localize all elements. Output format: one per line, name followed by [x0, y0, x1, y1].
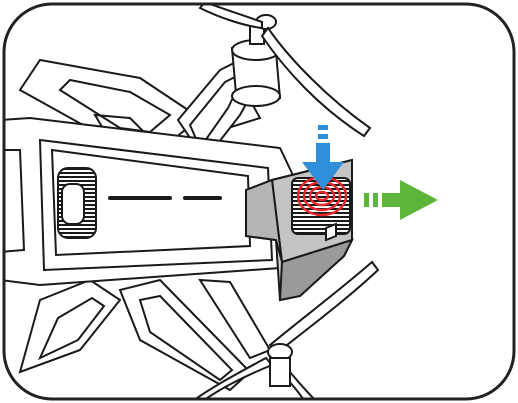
drone-drawing: [4, 4, 438, 399]
propeller-top: [198, 4, 372, 138]
drone-body: [4, 116, 302, 287]
propeller-bottom: [186, 260, 380, 399]
pull-right-arrow-icon: [364, 180, 438, 220]
arm-lower-left: [18, 278, 272, 392]
press-down-arrow-icon: [302, 125, 344, 190]
